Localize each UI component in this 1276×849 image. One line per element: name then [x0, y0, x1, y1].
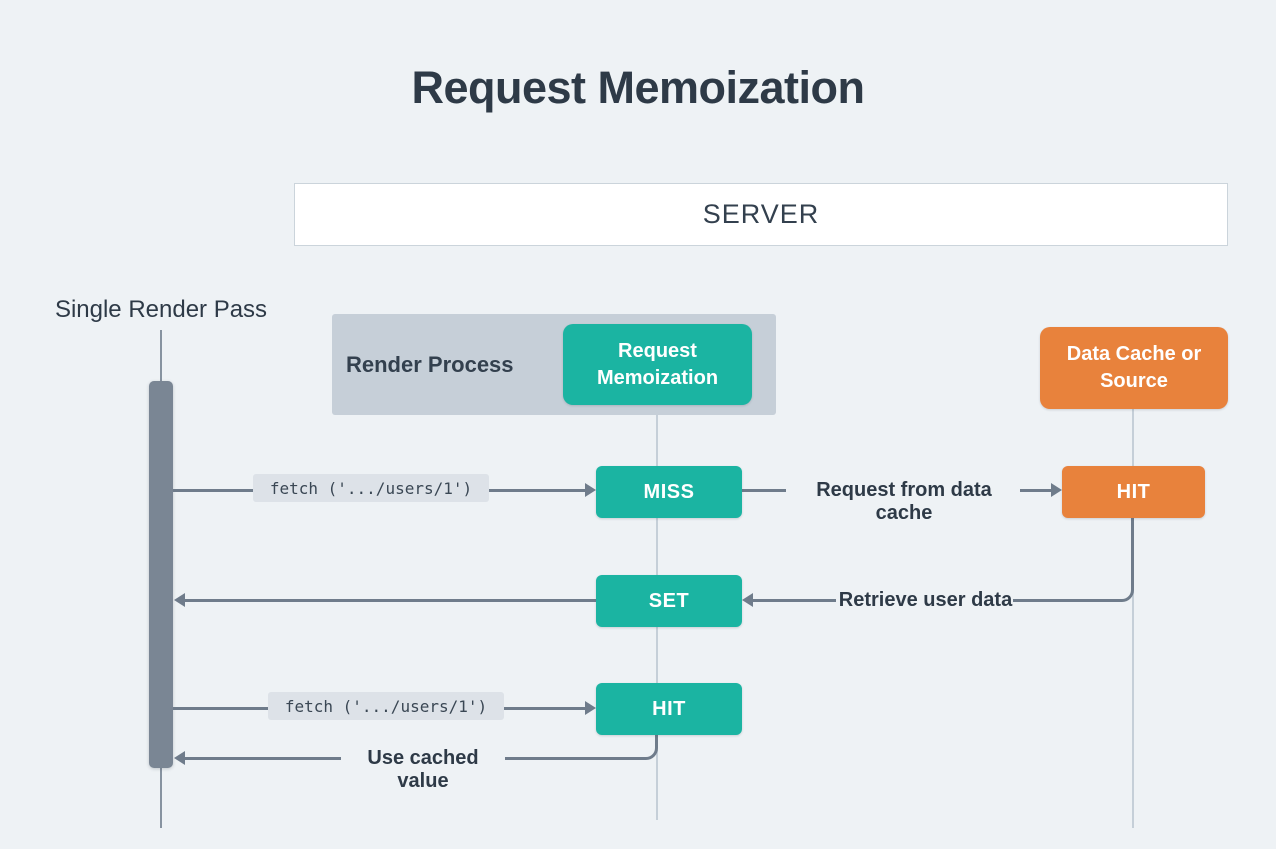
row1-fetch-pill: fetch ('.../users/1'): [253, 474, 489, 502]
row1-request-from-cache-label: Request from data cache: [788, 479, 1020, 525]
lane-lifeline-bottom: [160, 768, 162, 828]
row3-line-bar-to-fetch: [173, 707, 268, 710]
row3-fetch-code: fetch ('.../users/1'): [284, 696, 488, 716]
row2-retrieve-user-data-label: Retrieve user data: [838, 589, 1013, 612]
row3-arrowhead-left-icon: [174, 751, 185, 765]
page-title: Request Memoization: [411, 62, 865, 113]
row3-fetch-pill: fetch ('.../users/1'): [268, 692, 504, 720]
row3-hit-box: HIT: [596, 683, 742, 735]
row3-line-label-to-bar: [185, 757, 341, 760]
row1-line-fetch-to-miss: [489, 489, 585, 492]
render-pass-activation-bar: [149, 381, 173, 768]
server-label: SERVER: [702, 199, 820, 229]
request-memoization-node: Request Memoization: [563, 324, 752, 405]
data-cache-node: Data Cache or Source: [1040, 327, 1228, 409]
row1-arrowhead-right2-icon: [1051, 483, 1062, 497]
row3-arrowhead-right-icon: [585, 701, 596, 715]
row1-cache-hit-box: HIT: [1062, 466, 1205, 518]
row1-line-label-to-hit: [1020, 489, 1051, 492]
row3-curve-from-hit: [505, 735, 658, 760]
row2-arrowhead-left2-icon: [174, 593, 185, 607]
lane-lifeline-top: [160, 330, 162, 381]
row2-line-set-to-bar: [185, 599, 596, 602]
data-cache-lifeline: [1132, 409, 1134, 828]
row1-fetch-code: fetch ('.../users/1'): [269, 478, 473, 498]
single-render-pass-label: Single Render Pass: [54, 296, 268, 323]
row2-set-box: SET: [596, 575, 742, 627]
row2-curve-from-cache: [1010, 518, 1134, 602]
render-process-label: Render Process: [346, 351, 514, 377]
row1-line-miss-to-label: [742, 489, 786, 492]
row1-miss-box: MISS: [596, 466, 742, 518]
row2-line-label-to-set: [753, 599, 836, 602]
row2-arrowhead-left-icon: [742, 593, 753, 607]
server-band: SERVER: [294, 183, 1228, 246]
row3-line-fetch-to-hit: [504, 707, 585, 710]
row1-line-bar-to-fetch: [173, 489, 253, 492]
row1-arrowhead-right-icon: [585, 483, 596, 497]
row3-use-cached-value-label: Use cached value: [343, 747, 503, 793]
